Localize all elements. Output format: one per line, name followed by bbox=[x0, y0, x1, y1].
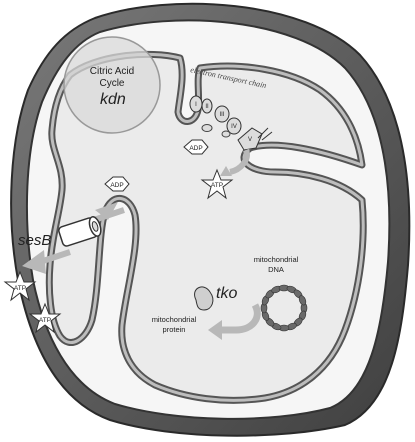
kdn-gene-label: kdn bbox=[100, 91, 126, 108]
sesb-arrowhead-out bbox=[22, 250, 46, 274]
mito-dna-label-1: mitochondrial bbox=[254, 255, 299, 264]
sesb-transporter bbox=[58, 216, 102, 247]
etc-complexes: I II III IV V bbox=[189, 95, 273, 151]
citric-acid-cycle-label-2: Cycle bbox=[99, 78, 124, 89]
dna-bead bbox=[298, 295, 307, 306]
electron-carrier bbox=[201, 124, 213, 132]
adp-label-sesb: ADP bbox=[110, 182, 123, 189]
complex-ii-label: II bbox=[205, 104, 209, 110]
atp-star-outside-1 bbox=[3, 270, 37, 302]
mitochondrial-protein-blob bbox=[194, 286, 214, 311]
complex-v-label: V bbox=[248, 137, 252, 143]
atp-label-outside-2: ATP bbox=[39, 317, 51, 324]
complex-i-label: I bbox=[195, 102, 197, 108]
atp-star-outside-2 bbox=[28, 302, 62, 334]
complex-iii-label: III bbox=[219, 112, 224, 118]
complex-iv bbox=[226, 117, 242, 135]
inner-membrane-highlight bbox=[47, 52, 365, 402]
adp-hexagon-sesb bbox=[104, 176, 130, 192]
citric-acid-cycle-label-1: Citric Acid bbox=[90, 66, 134, 77]
mito-dna-label-2: DNA bbox=[268, 265, 284, 274]
electron-carrier-2 bbox=[221, 130, 231, 138]
mito-protein-label-2: protein bbox=[163, 325, 186, 334]
complex-iv-label: IV bbox=[231, 124, 237, 130]
complex-v-atp-synthase bbox=[237, 127, 263, 151]
atp-label-outside-1: ATP bbox=[14, 285, 26, 292]
complex-ii bbox=[201, 98, 213, 114]
citric-acid-cycle-circle bbox=[63, 36, 161, 134]
mito-protein-label-1: mitochondrial bbox=[152, 315, 197, 324]
atp-label-etc: ATP bbox=[211, 182, 223, 189]
tko-arrow-shaft bbox=[220, 303, 261, 334]
complex-iii bbox=[214, 105, 230, 123]
adp-label-etc: ADP bbox=[189, 145, 202, 152]
sesb-arrowhead-in bbox=[95, 202, 118, 220]
adp-hexagon-etc bbox=[183, 139, 209, 155]
tko-gene-label: tko bbox=[216, 285, 237, 302]
atp-synthesis-arrow bbox=[229, 148, 250, 175]
sesb-arrow-shaft-out bbox=[39, 249, 71, 265]
sesb-gene-label: sesB bbox=[18, 232, 51, 249]
atp-synthesis-arrowhead bbox=[220, 166, 232, 176]
tko-arrowhead bbox=[208, 320, 222, 340]
atp-star-etc bbox=[200, 168, 234, 200]
mitochondrial-dna-ring bbox=[260, 284, 308, 332]
